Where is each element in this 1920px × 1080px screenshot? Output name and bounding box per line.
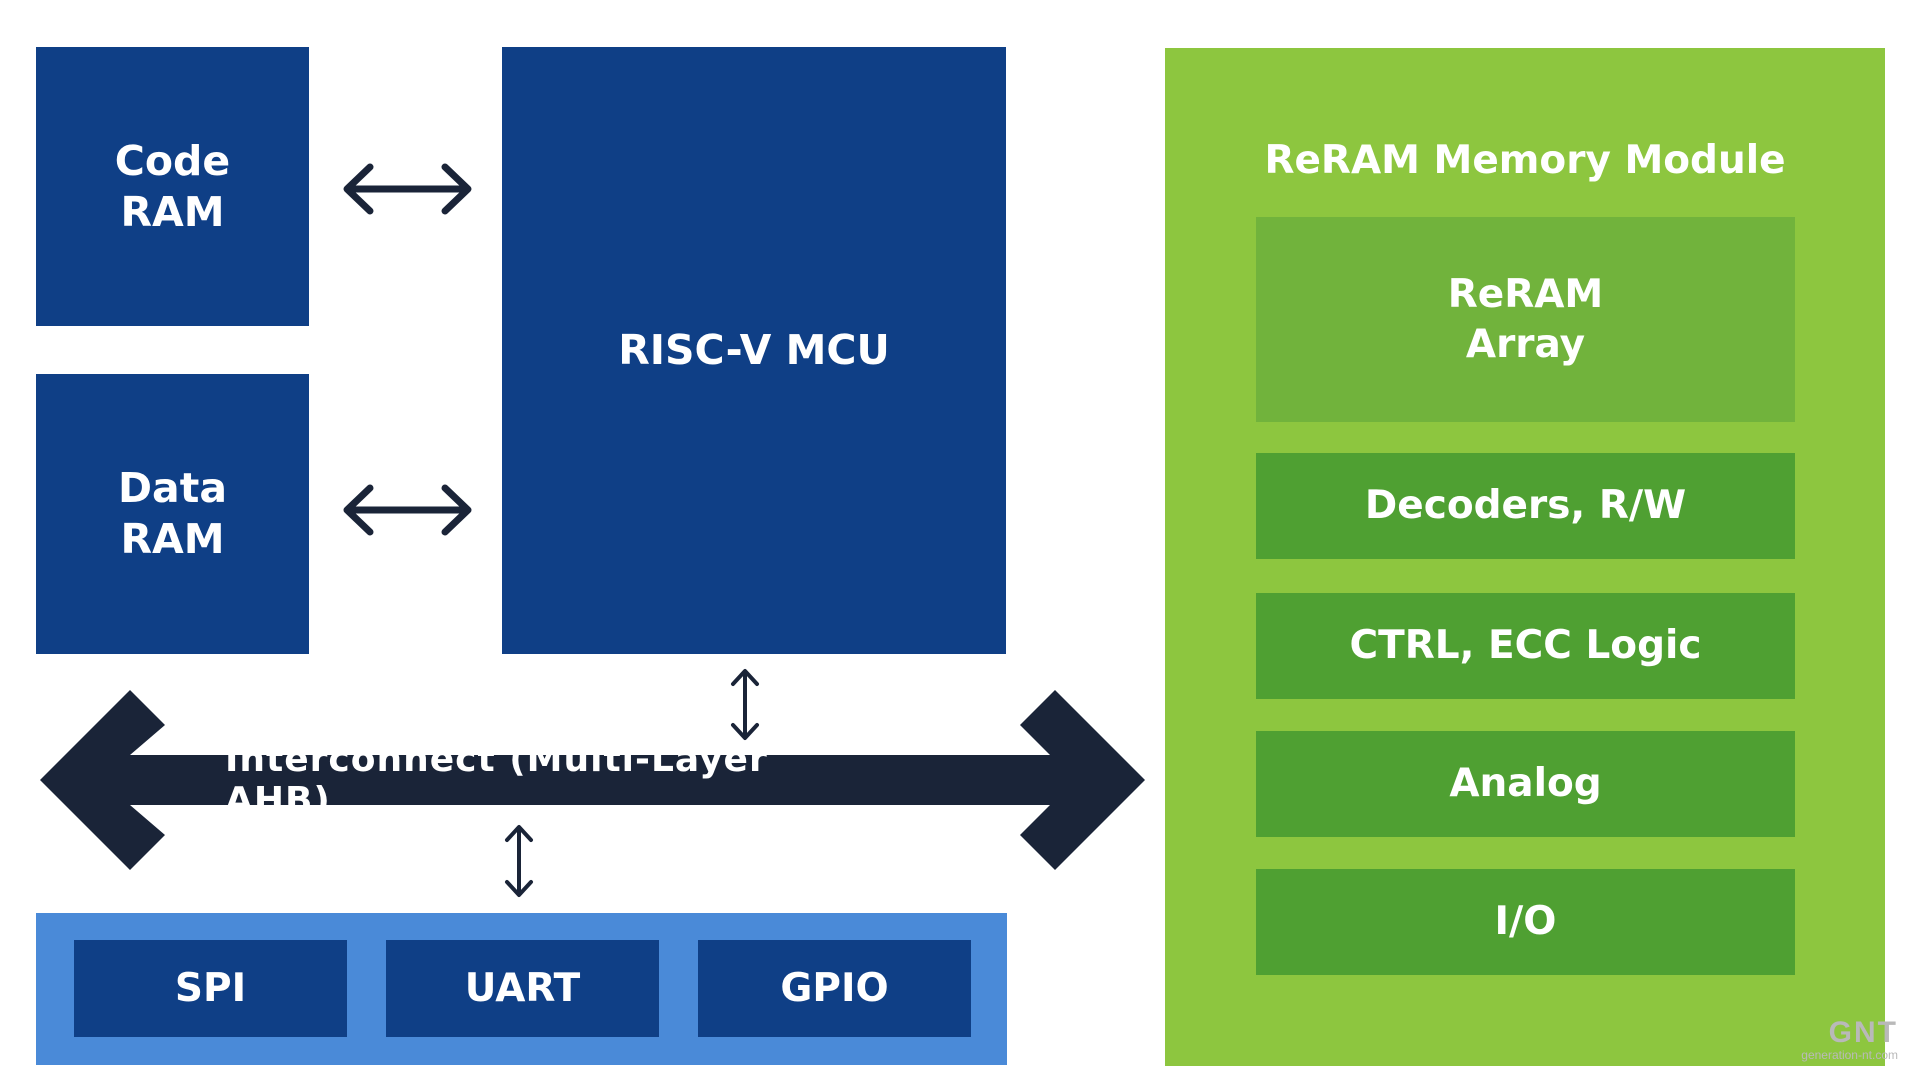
mcu-bus-arrow <box>731 669 759 740</box>
reram-array-label-line1: ReRAM <box>1447 271 1604 317</box>
mcu-label: RISC-V MCU <box>618 326 890 374</box>
memory-module-title: ReRAM Memory Module <box>1264 137 1786 183</box>
analog-block: Analog <box>1256 731 1795 837</box>
data-ram-label-line2: RAM <box>120 515 225 563</box>
interconnect-label: Interconnect (Multi-Layer AHB) <box>225 739 768 821</box>
io-block: I/O <box>1256 869 1795 975</box>
gpio-label: GPIO <box>780 966 889 1011</box>
spi-label: SPI <box>174 966 247 1011</box>
gnt-site-text: generation-nt.com <box>1801 1048 1898 1062</box>
gnt-logo: GNT <box>1828 1016 1898 1049</box>
code-ram-mcu-arrow <box>343 163 472 215</box>
gnt-watermark: GNT generation-nt.com <box>1801 1016 1898 1063</box>
uart-label: UART <box>464 966 581 1011</box>
ctrl-ecc-logic-label: CTRL, ECC Logic <box>1349 623 1702 668</box>
decoders-rw-label: Decoders, R/W <box>1364 483 1687 528</box>
mcu-block: RISC-V MCU <box>502 47 1006 654</box>
code-ram-label-line1: Code <box>114 136 231 185</box>
bus-peripheral-arrow <box>505 825 533 897</box>
interconnect-bus-arrow <box>40 690 1145 870</box>
io-label: I/O <box>1494 899 1557 944</box>
analog-label: Analog <box>1449 761 1602 806</box>
decoders-rw-block: Decoders, R/W <box>1256 453 1795 559</box>
data-ram-mcu-arrow <box>343 484 472 536</box>
spi-block: SPI <box>74 940 347 1037</box>
data-ram-label-line1: Data <box>118 464 227 512</box>
ctrl-ecc-logic-block: CTRL, ECC Logic <box>1256 593 1795 699</box>
gpio-block: GPIO <box>698 940 971 1037</box>
uart-block: UART <box>386 940 659 1037</box>
reram-array-label-line2: Array <box>1465 321 1586 367</box>
code-ram-label-line2: RAM <box>120 187 225 236</box>
